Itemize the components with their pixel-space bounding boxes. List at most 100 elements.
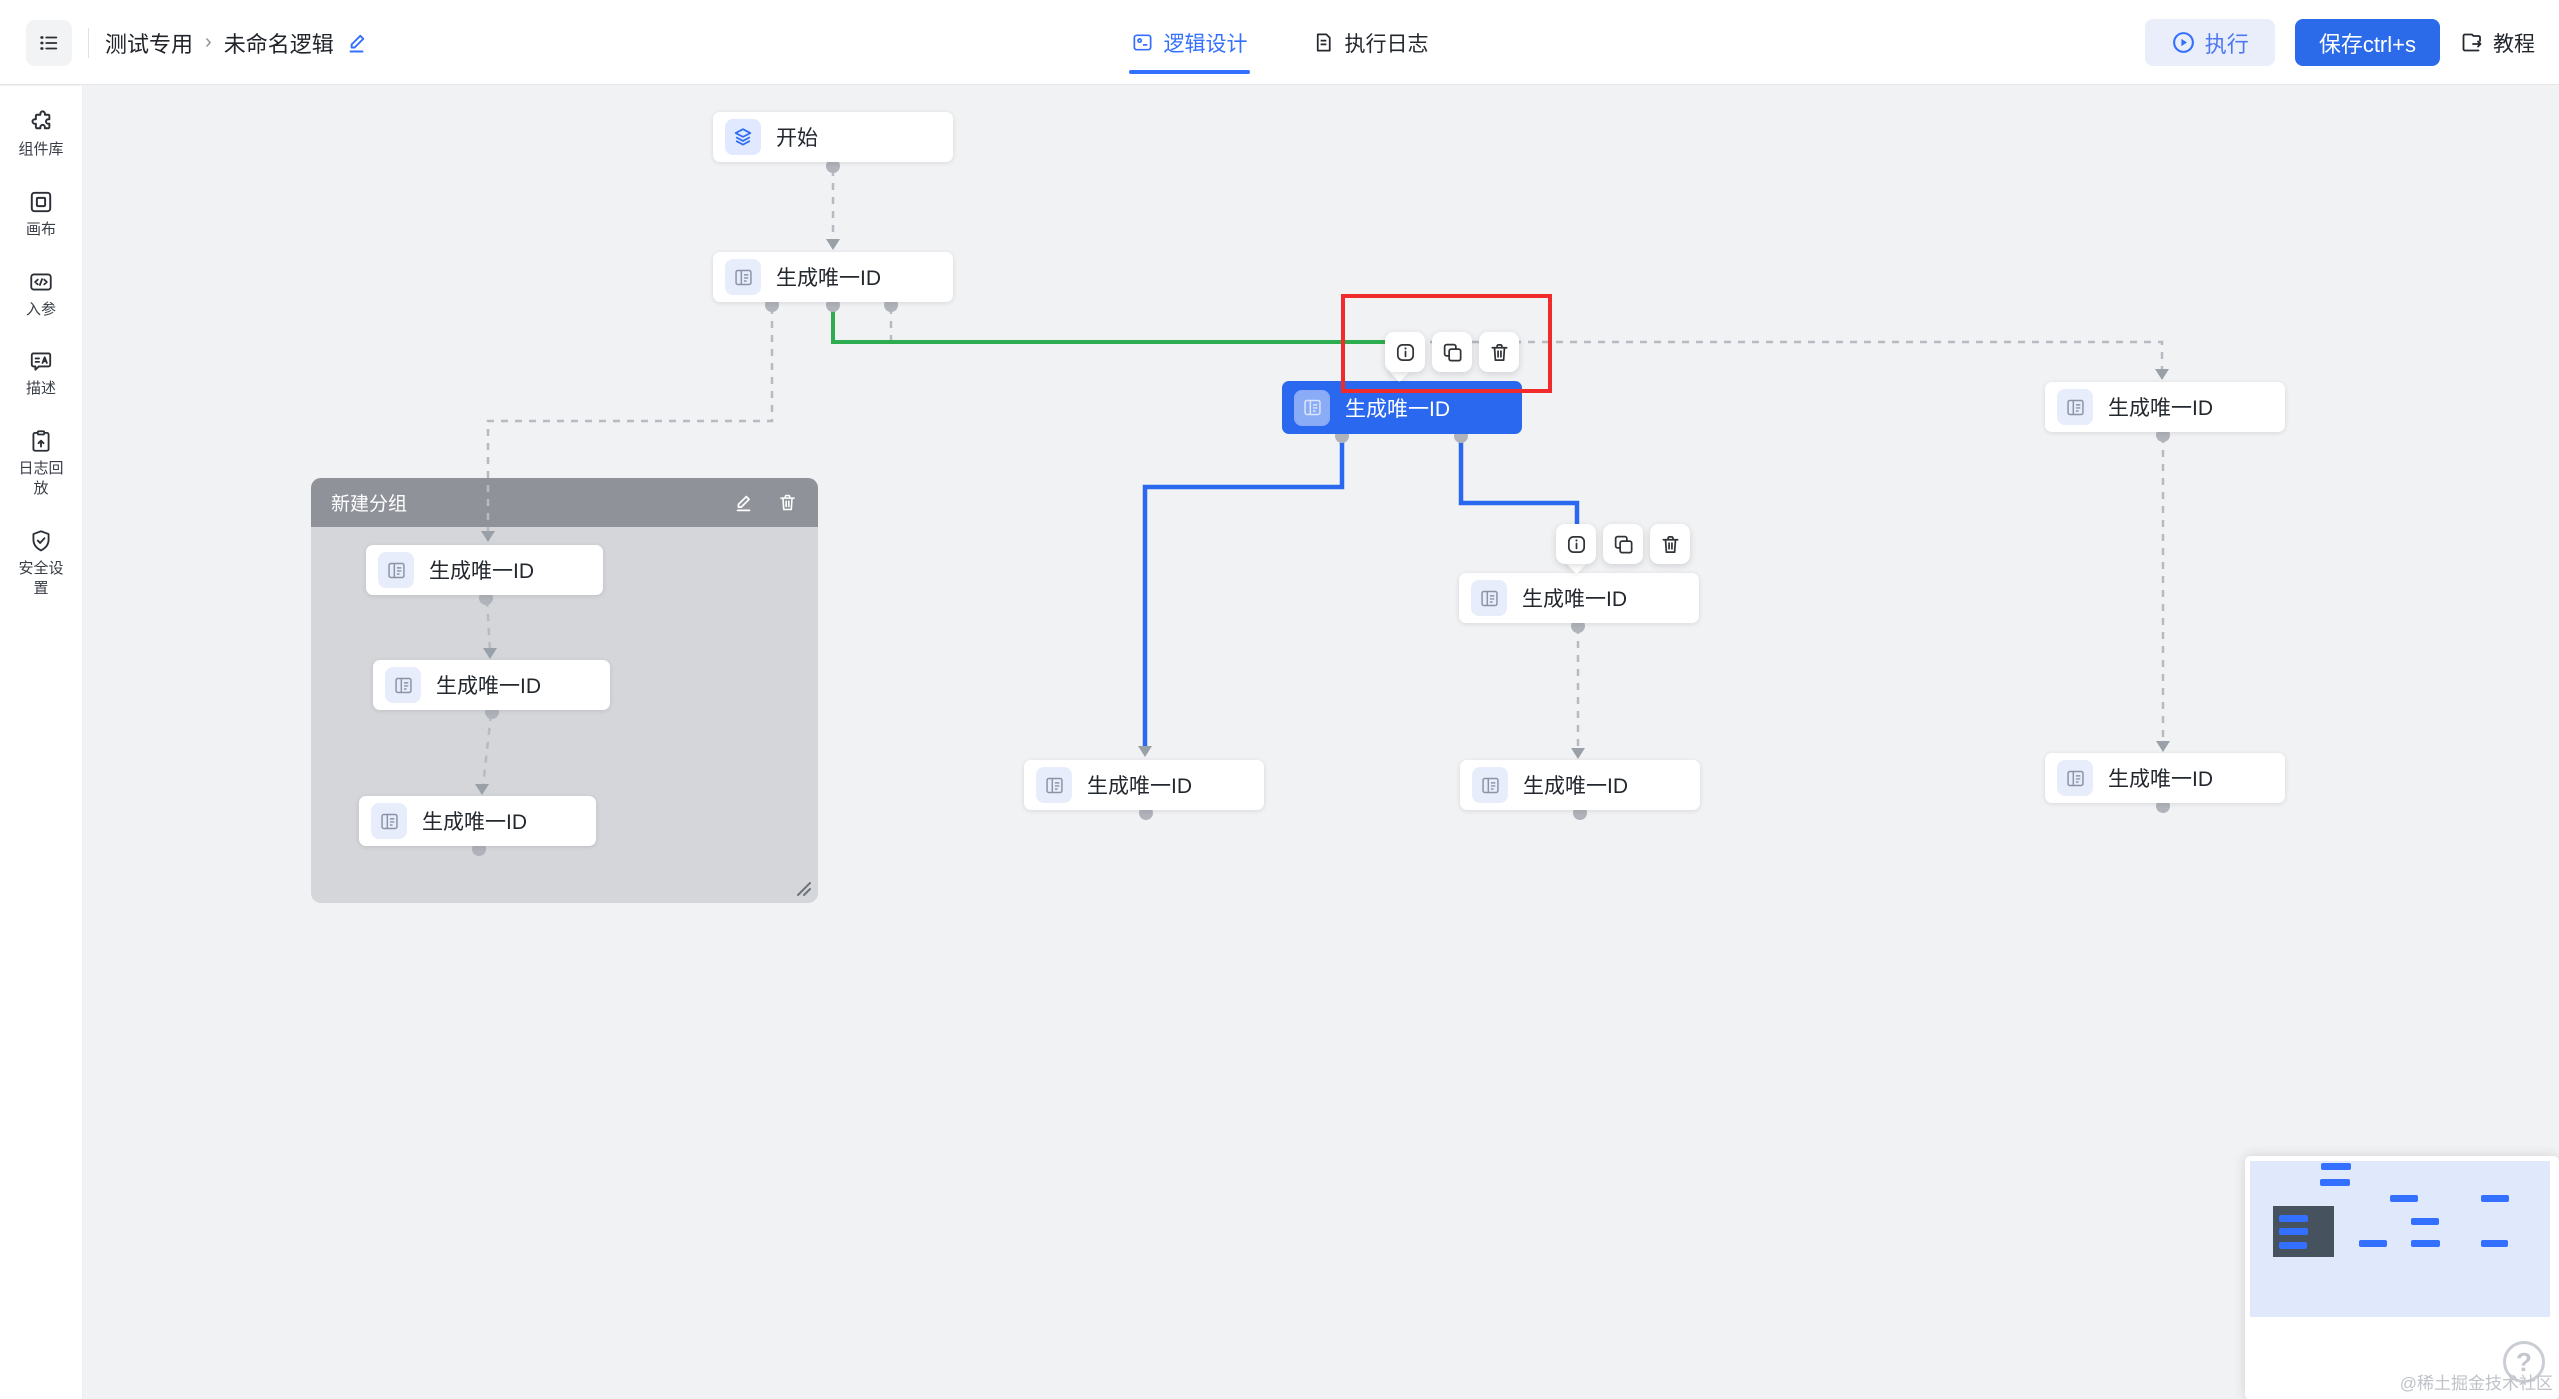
annotation-red-box (1341, 294, 1552, 393)
info-button[interactable] (1556, 524, 1596, 564)
question-mark: ? (2516, 1346, 2532, 1377)
id-card-icon (385, 667, 421, 703)
node-label: 开始 (776, 127, 818, 150)
minimap-group (2273, 1206, 2334, 1257)
minimap-node (2321, 1163, 2351, 1170)
node-generate-id-bottom-left[interactable]: 生成唯一ID (1024, 760, 1264, 810)
tab-logic-design[interactable]: 逻辑设计 (1128, 0, 1250, 85)
sidebar-label: 组件库 (18, 141, 64, 158)
node-generate-id-bottom-right[interactable]: 生成唯一ID (2045, 753, 2285, 803)
breadcrumb: 测试专用 › 未命名逻辑 (105, 27, 370, 59)
id-card-icon (2057, 389, 2093, 425)
breadcrumb-project[interactable]: 测试专用 (105, 31, 194, 57)
group-resize-handle[interactable] (792, 877, 812, 897)
sidebar-label: 描述 (25, 380, 56, 398)
id-card-icon (1472, 767, 1508, 803)
node-label: 生成唯一ID (1522, 588, 1627, 611)
sidebar-item-security-settings[interactable]: 安全设置 (17, 528, 65, 599)
logic-design-icon (1131, 31, 1154, 54)
sidebar-label: 画布 (25, 220, 56, 238)
breadcrumb-title: 未命名逻辑 (223, 31, 334, 57)
rename-pencil-icon[interactable] (346, 31, 370, 55)
node-label: 生成唯一ID (776, 267, 881, 290)
sidebar-label: 日志回放 (18, 460, 64, 497)
minimap-node (2279, 1242, 2307, 1249)
guide-icon (2460, 31, 2484, 55)
sidebar-item-description[interactable]: 描述 (17, 348, 65, 399)
group-delete-icon[interactable] (777, 492, 798, 513)
view-tabs: 逻辑设计 执行日志 (1128, 0, 1429, 85)
delete-button[interactable] (1650, 524, 1690, 564)
node-generate-id-g1[interactable]: 生成唯一ID (366, 545, 603, 595)
node-generate-id-g3[interactable]: 生成唯一ID (359, 796, 596, 846)
id-card-icon (371, 803, 407, 839)
execution-log-icon (1312, 31, 1335, 54)
save-button[interactable]: 保存ctrl+s (2294, 19, 2440, 66)
run-label: 执行 (2204, 31, 2249, 57)
tab-execution-log[interactable]: 执行日志 (1312, 0, 1429, 85)
play-circle-icon (2171, 30, 2196, 55)
copy-button[interactable] (1603, 524, 1643, 564)
tab-label: 执行日志 (1344, 32, 1429, 56)
node-generate-id-mid[interactable]: 生成唯一ID (1459, 573, 1699, 623)
tutorial-label: 教程 (2493, 32, 2535, 56)
top-toolbar: 测试专用 › 未命名逻辑 逻辑设计 执行 (0, 0, 2559, 85)
node-label: 生成唯一ID (429, 560, 534, 583)
layers-icon (725, 119, 761, 155)
minimap-node (2481, 1240, 2508, 1247)
node-label: 生成唯一ID (1087, 775, 1192, 798)
group-header[interactable]: 新建分组 (311, 478, 818, 527)
minimap-node (2481, 1195, 2509, 1202)
tab-label: 逻辑设计 (1163, 32, 1248, 56)
minimap-node (2411, 1218, 2439, 1225)
id-card-icon (725, 259, 761, 295)
minimap-node (2390, 1195, 2418, 1202)
minimap-node (2279, 1215, 2308, 1222)
comment-a-icon (28, 348, 54, 374)
node-label: 生成唯一ID (436, 675, 541, 698)
sidebar-item-canvas[interactable]: 画布 (17, 189, 65, 240)
minimap-node (2320, 1179, 2350, 1186)
id-card-icon (1294, 389, 1330, 426)
sidebar-item-components[interactable]: 组件库 (17, 108, 65, 160)
node-label: 生成唯一ID (1345, 397, 1450, 421)
node-label: 生成唯一ID (1523, 775, 1628, 798)
node-label: 生成唯一ID (2108, 768, 2213, 791)
node-start[interactable]: 开始 (713, 112, 953, 162)
left-sidebar: 组件库 画布 入参 描述 (0, 86, 83, 1399)
clipboard-upload-icon (28, 428, 54, 454)
node-generate-id-g2[interactable]: 生成唯一ID (373, 660, 610, 710)
tutorial-button[interactable]: 教程 (2460, 28, 2535, 58)
group-edit-icon[interactable] (733, 492, 755, 514)
breadcrumb-separator: › (205, 31, 212, 53)
frame-icon (28, 189, 54, 215)
list-menu-icon (38, 32, 60, 54)
id-card-icon (378, 552, 414, 588)
save-label: 保存ctrl+s (2318, 31, 2416, 57)
node-generate-id-top-right[interactable]: 生成唯一ID (2045, 382, 2285, 432)
minimap-node (2359, 1240, 2387, 1247)
node-generate-id-bottom-mid[interactable]: 生成唯一ID (1460, 760, 1700, 810)
menu-button[interactable] (26, 19, 72, 66)
watermark: @稀土掘金技术社区 (2399, 1374, 2553, 1393)
node-label: 生成唯一ID (2108, 397, 2213, 420)
group-title: 新建分组 (331, 494, 408, 515)
sidebar-label: 安全设置 (18, 559, 64, 597)
help-button[interactable]: ? (2503, 1341, 2545, 1383)
sidebar-label: 入参 (25, 300, 56, 318)
divider (88, 27, 89, 58)
minimap-node (2279, 1228, 2308, 1235)
code-window-icon (28, 269, 54, 295)
run-button[interactable]: 执行 (2144, 19, 2275, 66)
node-generate-id-1[interactable]: 生成唯一ID (713, 252, 953, 302)
minimap-node (2411, 1240, 2440, 1247)
node-label: 生成唯一ID (422, 811, 527, 834)
id-card-icon (1471, 580, 1507, 616)
shield-check-icon (28, 528, 54, 554)
node-toolbar-mid (1556, 524, 1690, 564)
id-card-icon (2057, 760, 2093, 796)
sidebar-item-input-params[interactable]: 入参 (17, 269, 65, 320)
sidebar-item-log-replay[interactable]: 日志回放 (17, 428, 65, 499)
puzzle-icon (28, 108, 55, 135)
id-card-icon (1036, 767, 1072, 803)
